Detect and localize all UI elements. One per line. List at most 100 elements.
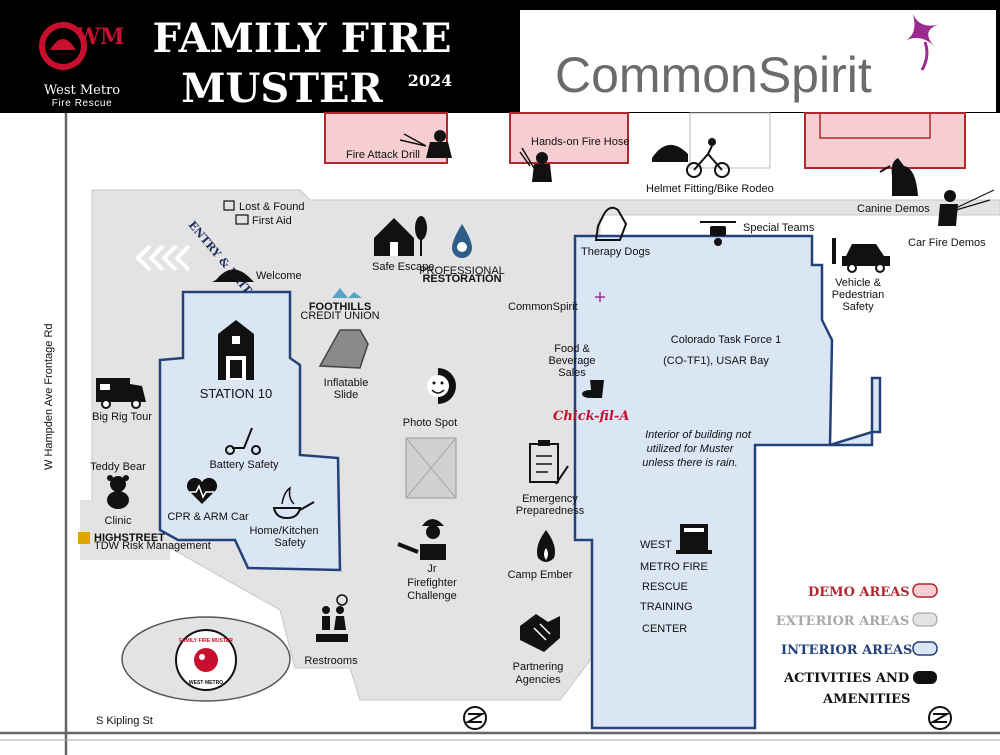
fire-hose-icon	[399, 130, 452, 158]
label-training-line4: TRAINING	[640, 601, 693, 613]
street-west: W Hampden Ave Frontage Rd	[43, 323, 55, 470]
label-station-10: STATION 10	[200, 386, 272, 401]
firefighter-icon	[938, 189, 995, 226]
fire-station-icon	[218, 320, 254, 380]
label-vehicle-line1: Vehicle &	[835, 277, 882, 289]
label-helmet-fitting: Helmet Fitting/Bike Rodeo	[646, 183, 774, 195]
label-partnering-line2: Agencies	[515, 674, 561, 686]
book-icon	[676, 524, 712, 554]
restroom-icon	[316, 594, 348, 642]
dog-icon	[879, 158, 918, 196]
label-safe-escape: Safe Escape	[372, 261, 434, 273]
teddy-bear-icon	[107, 475, 129, 509]
drone-icon	[700, 221, 736, 246]
label-inflatable-line1: Inflatable	[324, 377, 369, 389]
label-food-line2: Beverage	[548, 355, 595, 367]
label-photo-spot: Photo Spot	[403, 417, 457, 429]
label-note-line3: unless there is rain.	[642, 457, 737, 469]
sponsor-star-icon	[906, 14, 940, 71]
label-canine-demos: Canine Demos	[857, 203, 930, 215]
slide-icon	[318, 329, 369, 369]
legend-activities-line2: AMENITIES	[822, 692, 910, 707]
label-cpr-arm-car: CPR & ARM Car	[167, 511, 249, 523]
label-co-tf1-line1: Colorado Task Force 1	[671, 334, 781, 346]
label-jr-ff-line3: Challenge	[407, 590, 457, 602]
photo-backdrop	[405, 437, 457, 499]
label-teddy-line1: Teddy Bear	[90, 461, 146, 473]
west-metro-logo: WM West Metro Fire Rescue	[39, 22, 125, 109]
highstreet-logo-icon	[78, 532, 90, 544]
label-first-aid: First Aid	[252, 215, 292, 227]
dog-icon	[594, 206, 628, 241]
interior-area-training-center	[573, 234, 882, 730]
fire-hose-icon	[519, 147, 552, 182]
house-icon	[374, 216, 427, 256]
label-foothills-line2: CREDIT UNION	[300, 310, 379, 322]
legend-interior: INTERIOR AREAS	[781, 643, 912, 658]
label-battery-safety: Battery Safety	[209, 459, 279, 471]
label-emergency-line1: Emergency	[522, 493, 578, 505]
label-training-line1: WEST	[640, 539, 672, 551]
label-emergency-line2: Preparedness	[516, 505, 585, 517]
clipboard-icon	[529, 440, 569, 485]
first-aid-icon	[235, 214, 249, 225]
legend-interior-swatch	[912, 641, 938, 656]
label-jr-ff-line2: Firefighter	[407, 577, 457, 589]
label-vehicle-line3: Safety	[842, 301, 874, 313]
label-vehicle-line2: Pedestrian	[832, 289, 885, 301]
muster-badge: FAMILY·FIRE·MUSTER WEST·METRO	[121, 616, 291, 702]
compass-icon	[928, 706, 952, 730]
label-commonspirit-small: CommonSpirit	[508, 301, 578, 313]
label-lost-found: Lost & Found	[239, 201, 304, 213]
helmet-icon	[212, 269, 254, 282]
legend-demo: DEMO AREAS	[808, 585, 910, 600]
label-inflatable-line2: Slide	[334, 389, 358, 401]
heart-pulse-icon	[186, 477, 218, 504]
lost-found-icon	[223, 200, 235, 211]
label-home-line2: Safety	[274, 537, 306, 549]
title-year: 2024	[408, 71, 453, 90]
bike-icon	[686, 138, 730, 178]
logo-initials: WM	[74, 24, 124, 50]
label-note-line1: Interior of building not	[645, 429, 752, 441]
mountain-icon	[332, 288, 362, 298]
street-south: S Kipling St	[96, 715, 153, 727]
label-professional-line2: RESTORATION	[422, 273, 501, 285]
title-line1: FAMILY FIRE	[153, 15, 452, 62]
org-name-line1: West Metro	[44, 83, 120, 98]
label-jr-ff-line1: Jr	[427, 563, 437, 575]
label-big-rig-tour: Big Rig Tour	[92, 411, 152, 423]
label-home-line1: Home/Kitchen	[249, 525, 318, 537]
label-training-line5: CENTER	[642, 623, 687, 635]
food-icon	[582, 380, 604, 398]
label-professional-line1: PROFESSIONAL	[419, 265, 505, 277]
entry-exit-arrows	[135, 244, 191, 272]
legend: DEMO AREAS EXTERIOR AREAS INTERIOR AREAS…	[776, 583, 938, 707]
org-name-line2: Fire Rescue	[52, 98, 113, 109]
label-partnering-line1: Partnering	[513, 661, 564, 673]
label-welcome: Welcome	[256, 270, 302, 282]
label-camp-ember: Camp Ember	[508, 569, 573, 581]
presented-by: Presented by:	[533, 19, 619, 34]
label-special-teams: Special Teams	[743, 222, 815, 234]
flame-icon	[537, 530, 555, 562]
label-highstreet-line1: HIGHSTREET	[94, 532, 165, 544]
drop-icon	[452, 224, 472, 258]
legend-demo-swatch	[912, 583, 938, 598]
label-restrooms: Restrooms	[304, 655, 358, 667]
car-icon	[832, 238, 890, 273]
legend-exterior-swatch	[912, 612, 938, 627]
pan-fire-icon	[272, 486, 315, 520]
badge-line1: FAMILY·FIRE·MUSTER	[179, 638, 233, 644]
sponsor-star-icon	[595, 292, 605, 302]
label-food-line3: Sales	[558, 367, 586, 379]
legend-exterior: EXTERIOR AREAS	[776, 614, 909, 629]
label-chick-fil-a: Chick-fil-A	[553, 409, 629, 424]
label-co-tf1-line2: (CO-TF1), USAR Bay	[663, 355, 769, 367]
label-training-line2: METRO FIRE	[640, 561, 708, 573]
label-teddy-line2: Clinic	[105, 515, 132, 527]
legend-activities-swatch	[913, 671, 937, 684]
label-food-line1: Food &	[554, 343, 590, 355]
helmet-icon	[652, 144, 688, 162]
